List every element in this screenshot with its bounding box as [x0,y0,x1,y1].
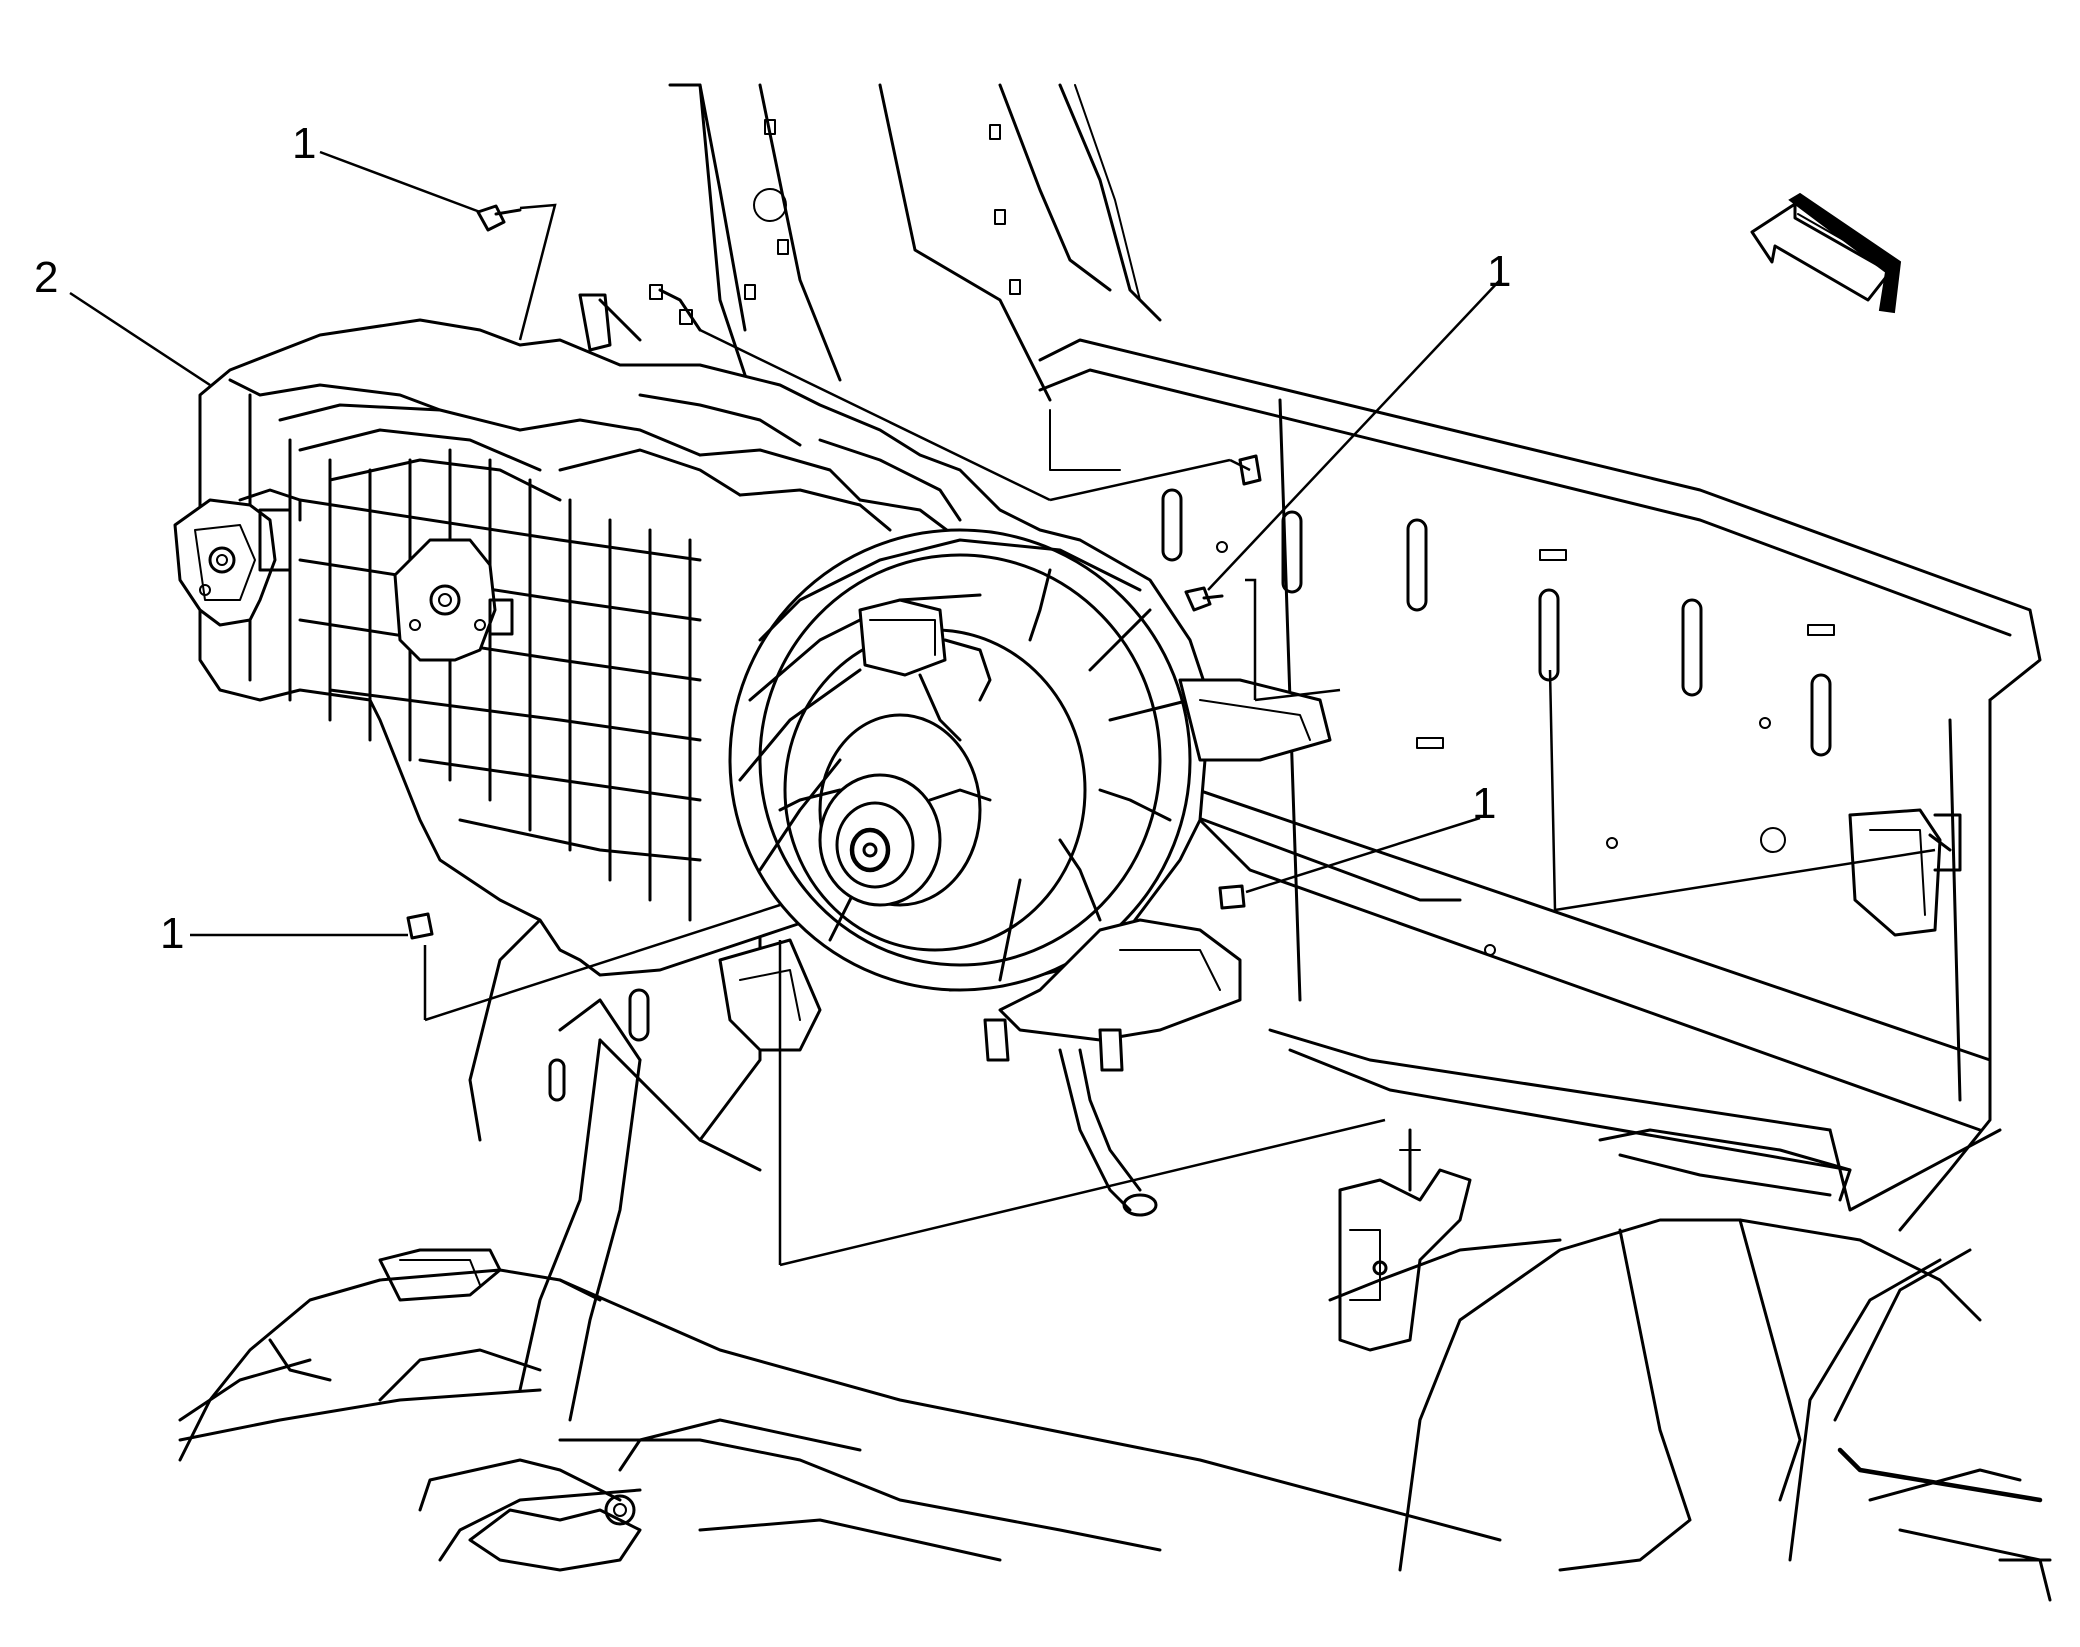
callout-label-fastener-upper-right: 1 [1487,247,1511,296]
callout-label-fastener-right-mid: 1 [1472,779,1496,828]
bolt-upper-right [1184,586,1224,612]
nut-left-lower [406,912,434,940]
nut-right-mid [1218,884,1246,910]
vehicle-body-structure [178,83,2052,1602]
bolt-top-left [476,204,522,232]
callout-label-hvac-module: 2 [34,253,58,302]
callout-labels: 1 2 1 1 1 [34,119,1511,958]
front-direction-arrow-icon [1750,192,1902,314]
leader-lines [69,150,1936,1267]
callout-label-fastener-left-lower: 1 [160,909,184,958]
stud-bulkhead [1238,454,1952,852]
callout-label-fastener-top-left: 1 [292,119,316,168]
hvac-module [173,284,1332,1072]
